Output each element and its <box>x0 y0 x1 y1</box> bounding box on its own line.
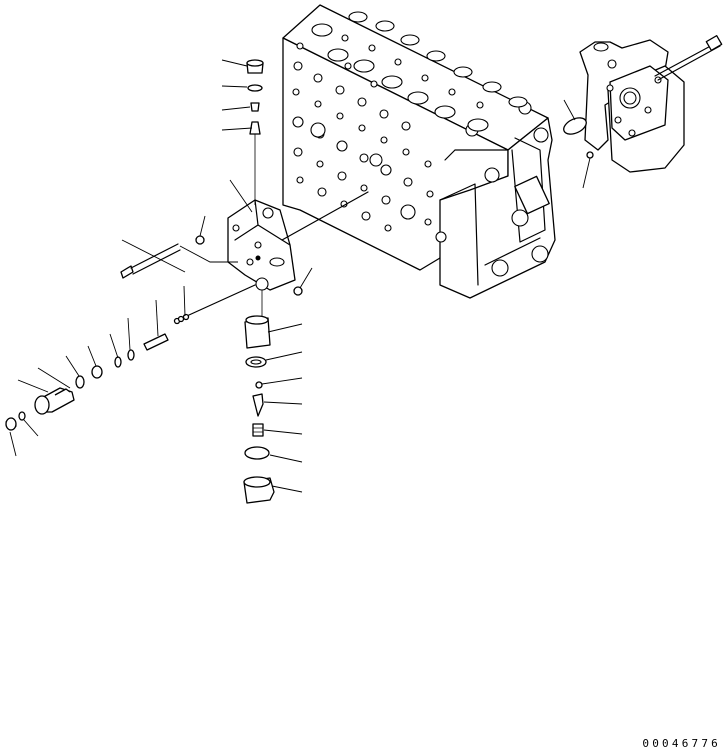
lock-nut <box>91 365 103 379</box>
end-o-ring <box>18 411 26 421</box>
small-o-ring <box>127 349 135 361</box>
side-screw <box>293 286 303 296</box>
top-o-ring <box>247 84 263 92</box>
top-poppet <box>249 121 261 135</box>
callout-leader-lines <box>9 59 591 493</box>
washer <box>244 446 270 460</box>
cover-o-ring <box>563 117 587 135</box>
small-screw <box>195 235 205 245</box>
drawing-number: 00046776 <box>642 737 721 750</box>
end-cover-assembly <box>563 35 723 173</box>
coil-spring <box>252 423 264 437</box>
poppet <box>252 393 264 417</box>
side-face-holes <box>292 61 434 232</box>
main-valve-body <box>282 4 556 299</box>
adjusting-screw <box>143 333 169 351</box>
sub-valve-assembly <box>5 59 369 504</box>
top-face-ports <box>296 11 528 132</box>
top-spring <box>250 102 260 112</box>
mounting-bolt-head <box>120 265 134 279</box>
